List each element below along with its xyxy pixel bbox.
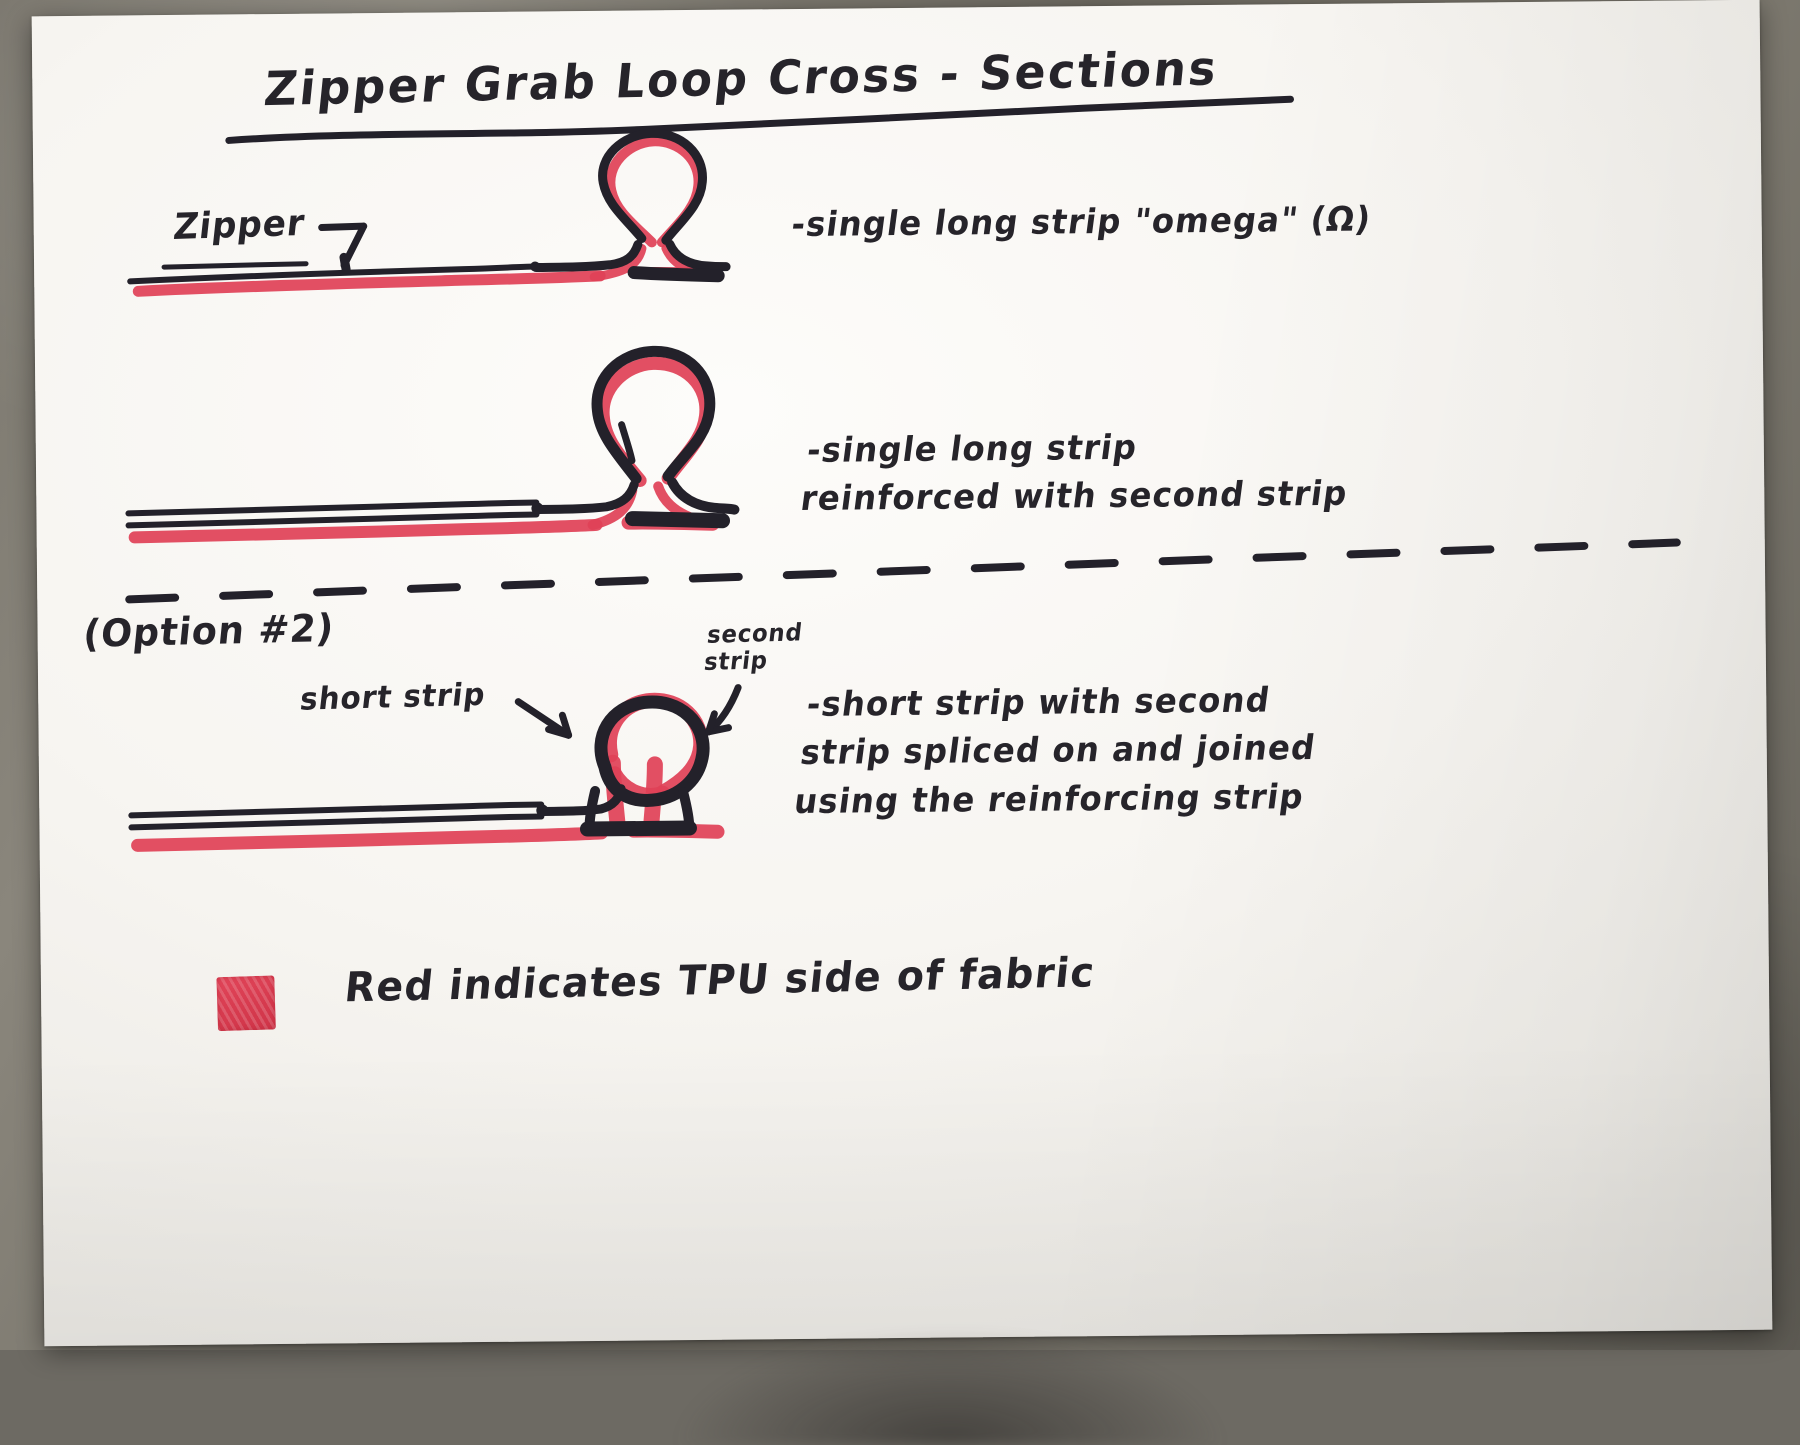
second-strip-arrow-icon: [708, 688, 738, 732]
legend-text: Red indicates TPU side of fabric: [343, 948, 1098, 1011]
row3-red-strip: [136, 700, 717, 846]
row2-zipper-tape: [128, 502, 543, 525]
row-spliced-description-line-2: strip spliced on and joined: [798, 724, 1319, 777]
row-omega-description-line-1: -single long strip "omega" (Ω): [789, 195, 1375, 249]
row-spliced-description-line-1: -short strip with second: [804, 676, 1325, 729]
row2-red-strip: [133, 363, 713, 538]
row-reinforced-description-line-1: -single long strip: [804, 422, 1357, 476]
dashed-divider-icon: [129, 543, 1677, 600]
row3-zipper-tape: [131, 804, 548, 827]
row-omega-description: -single long strip "omega" (Ω): [789, 195, 1375, 249]
short-strip-arrow-icon: [518, 701, 568, 735]
row-spliced-description: -short strip with second strip spliced o…: [791, 676, 1325, 826]
zipper-arrow-icon: [322, 226, 364, 269]
red-square-swatch-icon: [216, 975, 276, 1031]
row-reinforced-description-line-2: reinforced with second strip: [798, 470, 1351, 524]
desk-background: Zipper Grab Loop Cross - Sections Zipper…: [0, 0, 1800, 1350]
row-reinforced-description: -single long strip reinforced with secon…: [798, 422, 1357, 524]
second-strip-label: second strip: [703, 619, 804, 676]
zipper-label-underline: [164, 264, 306, 267]
option-label: (Option #2): [81, 606, 336, 656]
zipper-label: Zipper: [171, 203, 307, 248]
page-title: Zipper Grab Loop Cross - Sections: [262, 41, 1221, 117]
second-strip-label-line-1: second: [706, 619, 804, 649]
row1-omega-loop: [535, 133, 726, 278]
row1-zipper-tape: [130, 261, 540, 281]
row3-loop: [542, 702, 704, 832]
row2-omega-loop: [537, 351, 735, 523]
short-strip-label: short strip: [298, 677, 487, 718]
paper-sheet: Zipper Grab Loop Cross - Sections Zipper…: [32, 0, 1773, 1346]
second-strip-label-line-2: strip: [703, 646, 801, 676]
row-spliced-description-line-3: using the reinforcing strip: [791, 773, 1312, 826]
